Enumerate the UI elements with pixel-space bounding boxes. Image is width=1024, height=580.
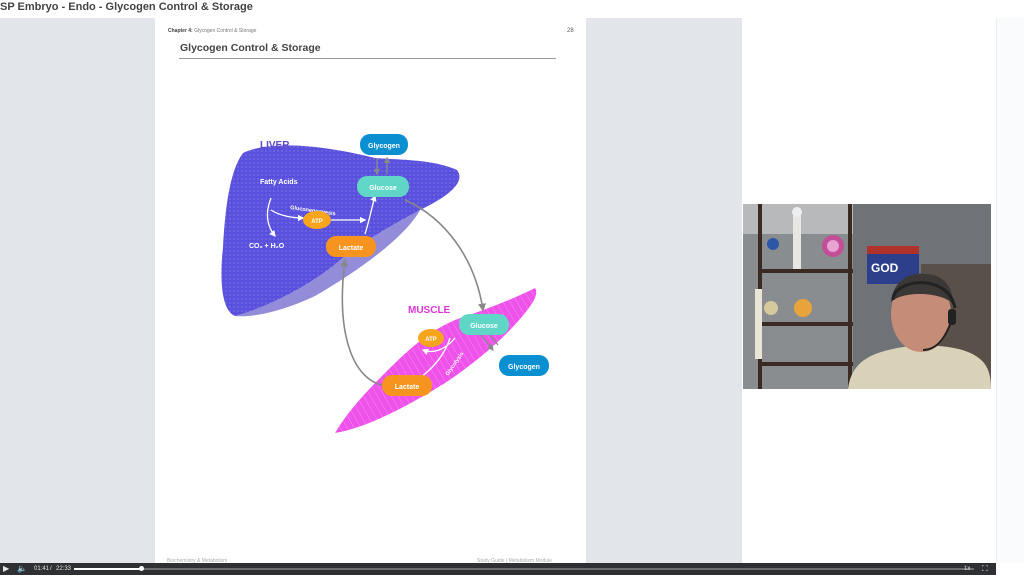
lactate-to-glucose-arrow xyxy=(364,194,377,235)
page-number: 28 xyxy=(567,28,574,34)
time-separator: / xyxy=(50,566,52,572)
webcam-frame-illustration: GOD xyxy=(743,204,991,389)
current-time: 01:41 xyxy=(34,566,50,572)
playback-speed-button[interactable]: 1x xyxy=(964,566,971,572)
liver-atp-label: ATP xyxy=(311,219,323,225)
glucose-to-muscle-arrow xyxy=(404,199,486,312)
fatty-acids-to-co2-arrow xyxy=(266,197,276,238)
webcam-video: GOD xyxy=(743,204,991,389)
duration: 22:33 xyxy=(56,566,72,572)
liver-glucose-pill xyxy=(357,176,409,197)
liver-label: LIVER xyxy=(260,140,290,151)
muscle-glucose-pill xyxy=(459,314,509,335)
fatty-acids-label: Fatty Acids xyxy=(260,179,298,186)
liver-shadow xyxy=(235,210,420,317)
progress-handle[interactable] xyxy=(138,566,144,571)
video-player-controls: ▶ 🔈 01:41 / 22:33 1x ⛶ xyxy=(0,563,996,575)
liver-atp-pill xyxy=(303,211,331,229)
chapter-prefix: Chapter 4: xyxy=(168,28,193,34)
chapter-name: Glycogen Control & Storage xyxy=(194,28,257,34)
progress-bar[interactable] xyxy=(74,566,974,571)
viewer-stage: Chapter 4: Glycogen Control & Storage 28… xyxy=(0,18,1024,564)
muscle-atp-pill xyxy=(418,329,444,347)
window-title-bar: SP Embryo - Endo - Glycogen Control & St… xyxy=(0,0,1024,18)
volume-icon[interactable]: 🔈 xyxy=(17,564,27,573)
scrollbar-track[interactable] xyxy=(996,18,1024,563)
muscle-label: MUSCLE xyxy=(408,305,451,316)
muscle-glycogen-pill xyxy=(499,355,549,376)
metabolism-diagram: LIVER MUSCLE Glycogen xyxy=(221,134,549,433)
muscle-glucose-label: Glucose xyxy=(470,323,498,330)
document-page: Chapter 4: Glycogen Control & Storage 28… xyxy=(155,18,586,564)
muscle-atp-label: ATP xyxy=(425,337,437,343)
page-title: Glycogen Control & Storage xyxy=(180,42,321,54)
progress-fill xyxy=(74,568,141,570)
co2-h2o-label: CO₂ + H₂O xyxy=(249,243,285,250)
page-footer-right: Study Guide | Metabolism Module xyxy=(477,558,552,564)
liver-lactate-pill xyxy=(326,236,376,257)
play-icon[interactable]: ▶ xyxy=(3,564,10,573)
liver-glycogen-pill xyxy=(360,134,408,155)
chapter-label: Chapter 4: Glycogen Control & Storage xyxy=(168,28,256,34)
liver-glycogen-label: Glycogen xyxy=(368,143,400,150)
bottom-strip xyxy=(0,575,1024,580)
liver-glucose-label: Glucose xyxy=(369,185,397,192)
window-title: SP Embryo - Endo - Glycogen Control & St… xyxy=(0,1,253,13)
title-divider xyxy=(179,58,556,59)
svg-text:GOD: GOD xyxy=(871,261,899,275)
fatty-acids-to-atp-arrow xyxy=(270,209,305,222)
lactate-to-liver-arrow xyxy=(340,258,388,387)
muscle-glycogen-label: Glycogen xyxy=(508,364,540,371)
muscle-glucose-to-glycogen-arrow xyxy=(479,333,494,352)
muscle-lactate-pill xyxy=(382,375,432,396)
page-footer-left: Biochemistry & Metabolism xyxy=(167,558,228,564)
fullscreen-icon[interactable]: ⛶ xyxy=(982,564,988,573)
liver-texture xyxy=(221,145,460,316)
muscle-lactate-label: Lactate xyxy=(395,384,420,391)
glucose-to-atp-arrow xyxy=(421,337,456,355)
liver-lactate-label: Lactate xyxy=(339,245,364,252)
